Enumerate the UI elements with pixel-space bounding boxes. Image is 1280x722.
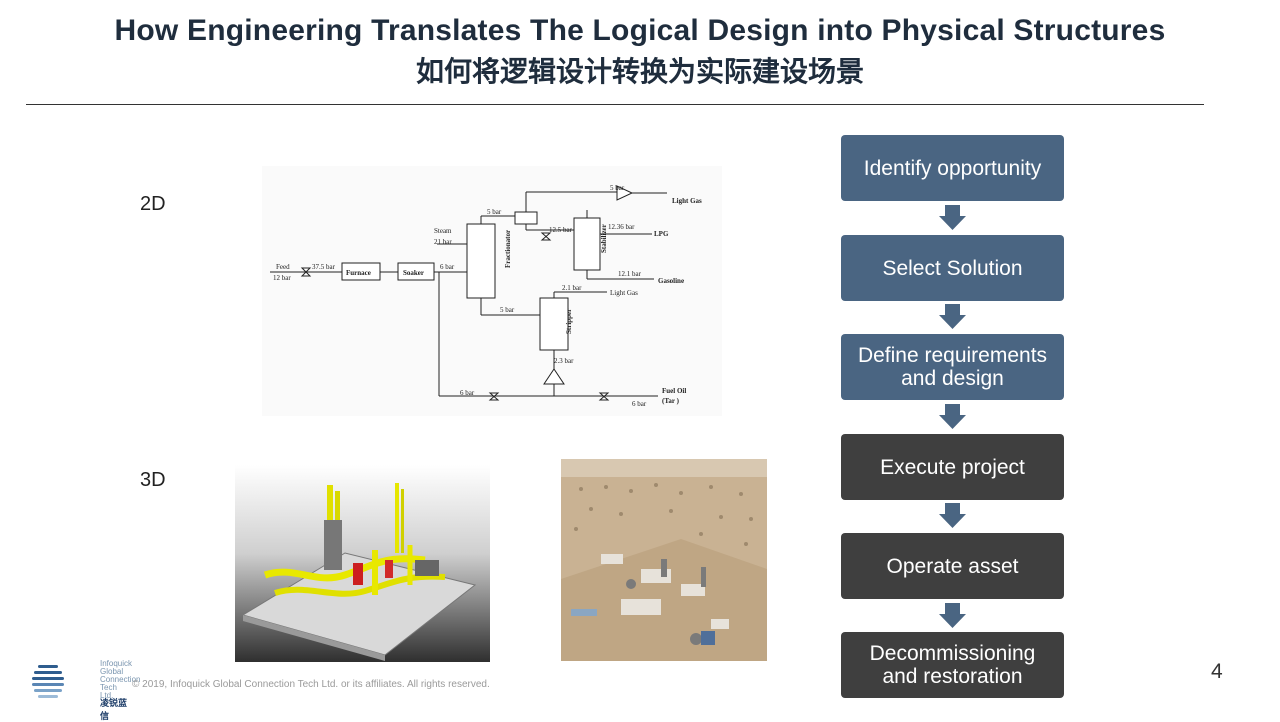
- pfd-steam-pressure: 21 bar: [434, 238, 452, 246]
- logo-line3: Connection: [100, 675, 141, 684]
- step-define-requirements[interactable]: Define requirements and design: [841, 334, 1064, 400]
- pfd-p21: 2.1 bar: [562, 284, 582, 292]
- pfd-light-gas: Light Gas: [672, 197, 702, 205]
- logo-mark-icon: [32, 665, 64, 698]
- pfd-p6-out: 6 bar: [632, 400, 647, 408]
- pfd-lpg: LPG: [654, 230, 669, 238]
- title-divider: [26, 104, 1204, 105]
- label-2d: 2D: [140, 193, 166, 215]
- copyright-notice: © 2019, Infoquick Global Connection Tech…: [132, 679, 490, 690]
- step-label: Select Solution: [882, 256, 1023, 280]
- pfd-tar: (Tar ): [662, 397, 680, 405]
- step-label: Decommissioning: [869, 642, 1036, 665]
- pfd-p375: 37.5 bar: [312, 263, 336, 271]
- label-3d: 3D: [140, 469, 166, 491]
- step-label-line2: and design: [901, 367, 1004, 390]
- step-identify-opportunity[interactable]: Identify opportunity: [841, 135, 1064, 201]
- pfd-p6: 6 bar: [440, 263, 455, 271]
- pfd-p6-bottom: 6 bar: [460, 389, 475, 397]
- logo-line2: Global: [100, 667, 124, 676]
- step-execute-project[interactable]: Execute project: [841, 434, 1064, 500]
- pfd-furnace: Furnace: [346, 269, 371, 277]
- down-arrow-icon: [939, 205, 966, 230]
- down-arrow-icon: [939, 304, 966, 329]
- step-operate-asset[interactable]: Operate asset: [841, 533, 1064, 599]
- step-decommissioning[interactable]: Decommissioning and restoration: [841, 632, 1064, 698]
- down-arrow-icon: [939, 503, 966, 528]
- step-label-line2: and restoration: [882, 665, 1023, 688]
- down-arrow-icon: [939, 603, 966, 628]
- pfd-steam: Steam: [434, 227, 452, 235]
- step-select-solution[interactable]: Select Solution: [841, 235, 1064, 301]
- process-flow-diagram: Feed 12 bar 37.5 bar Furnace Soaker 6 ba…: [262, 166, 722, 416]
- pfd-stabilizer: Stabilizer: [600, 224, 608, 253]
- pfd-p5-mid: 5 bar: [500, 306, 515, 314]
- pfd-fractionator: Fractionator: [504, 230, 512, 268]
- pfd-gasoline: Gasoline: [658, 277, 684, 285]
- pfd-feed: Feed: [276, 263, 290, 271]
- company-logo: Infoquick Global Connection Tech Ltd. 凌锐…: [32, 659, 140, 721]
- 3d-plant-model-image: [235, 465, 490, 662]
- pfd-stripper: Stripper: [565, 309, 573, 334]
- logo-chinese: 凌锐蓝信: [100, 698, 128, 721]
- pfd-p125: 12.5 bar: [549, 226, 573, 234]
- pfd-drawing: Feed 12 bar 37.5 bar Furnace Soaker 6 ba…: [270, 184, 702, 408]
- pfd-light-gas-2: Light Gas: [610, 289, 638, 297]
- slide-title-english: How Engineering Translates The Logical D…: [114, 14, 1166, 47]
- pfd-soaker: Soaker: [403, 269, 424, 277]
- down-arrow-icon: [939, 404, 966, 429]
- logo-line1: Infoquick: [100, 659, 133, 668]
- step-label: Operate asset: [886, 554, 1019, 578]
- aerial-plant-photo: [561, 459, 767, 661]
- pfd-p1236: 12.36 bar: [608, 223, 635, 231]
- pfd-p121: 12.1 bar: [618, 270, 642, 278]
- logo-line4: Tech Ltd.: [100, 683, 117, 700]
- step-label: Define requirements: [857, 344, 1048, 367]
- pfd-p5-top: 5 bar: [487, 208, 502, 216]
- pfd-fuel-oil: Fuel Oil: [662, 387, 686, 395]
- pfd-p23: 2.3 bar: [554, 357, 574, 365]
- step-label: Identify opportunity: [863, 156, 1042, 180]
- step-label: Execute project: [880, 455, 1025, 479]
- slide-title-chinese: 如何将逻辑设计转换为实际建设场景: [415, 56, 864, 87]
- page-number: 4: [1211, 660, 1223, 683]
- pfd-feed-pressure: 12 bar: [273, 274, 291, 282]
- pfd-p5-lg: 5 bar: [610, 184, 625, 192]
